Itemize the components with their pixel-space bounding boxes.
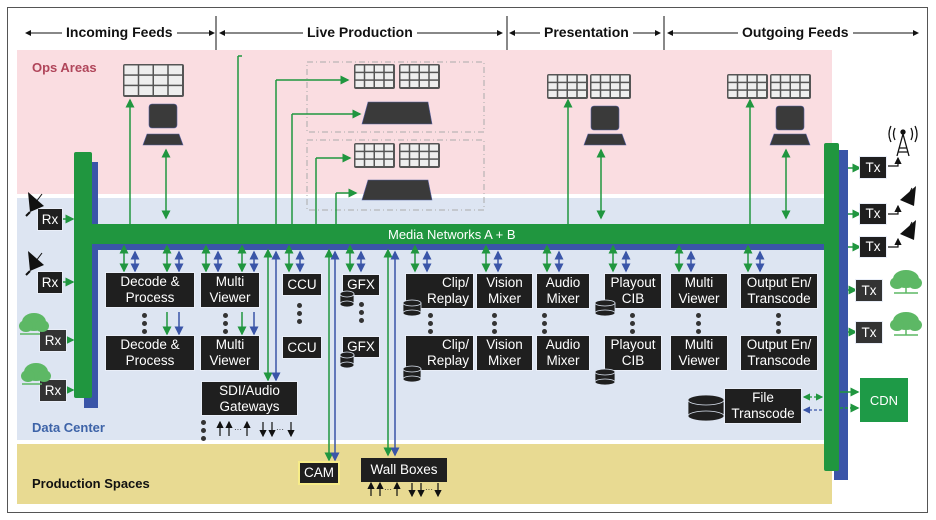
cam-box: CAM [300, 463, 338, 483]
phase-outgoing-feeds: Outgoing Feeds [738, 24, 853, 40]
clip-replay-box: Clip/Replay [406, 336, 473, 370]
network-a-horizontal [92, 224, 832, 244]
clip-replay-box: Clip/Replay [406, 274, 473, 308]
gfx-box: GFX [343, 337, 379, 357]
phase-live-production: Live Production [303, 24, 417, 40]
rx-box: Rx [40, 330, 66, 351]
zone-label-ops: Ops Areas [32, 60, 97, 75]
sdi-output-ellipsis: ··· [276, 425, 284, 434]
network-a-vertical-right [824, 143, 839, 471]
decode-process-box: Decode &Process [106, 336, 194, 370]
wall-input-ellipsis: ··· [384, 485, 392, 494]
decode-process-box: Decode &Process [106, 273, 194, 307]
rx-box: Rx [38, 209, 62, 230]
tx-box: Tx [860, 237, 886, 257]
output-encode-box: Output En/Transcode [741, 336, 817, 370]
ellipsis-dots [492, 313, 498, 337]
wall-output-ellipsis: ··· [425, 485, 433, 494]
sdi-input-ellipsis: ··· [234, 425, 242, 434]
zone-label-production: Production Spaces [32, 476, 150, 491]
ellipsis-dots [359, 302, 365, 326]
cdn-box: CDN [860, 378, 908, 422]
ellipsis-dots [223, 313, 229, 337]
zone-label-datacenter: Data Center [32, 420, 105, 435]
wall-boxes-box: Wall Boxes [361, 458, 447, 482]
output-encode-box: Output En/Transcode [741, 274, 817, 308]
tx-box: Tx [856, 280, 882, 301]
media-networks-label: Media Networks A + B [388, 227, 516, 242]
ellipsis-dots [776, 313, 782, 337]
tx-box: Tx [860, 204, 886, 224]
ellipsis-dots [201, 420, 207, 444]
ccu-box: CCU [283, 337, 321, 358]
phase-presentation: Presentation [540, 24, 633, 40]
network-b-horizontal [92, 242, 832, 250]
network-a-vertical-left [74, 152, 92, 398]
rx-box: Rx [40, 380, 66, 401]
tx-box: Tx [856, 322, 882, 343]
phase-incoming-feeds: Incoming Feeds [62, 24, 177, 40]
ops-group-box-2 [306, 139, 485, 211]
ellipsis-dots [542, 313, 548, 337]
gfx-box: GFX [343, 275, 379, 295]
ccu-box: CCU [283, 274, 321, 295]
ellipsis-dots [630, 313, 636, 337]
ellipsis-dots [428, 313, 434, 337]
ellipsis-dots [696, 313, 702, 337]
rx-box: Rx [38, 272, 62, 293]
ellipsis-dots [142, 313, 148, 337]
ellipsis-dots [297, 303, 303, 327]
ops-group-box-1 [306, 61, 485, 133]
tx-box: Tx [860, 157, 886, 178]
